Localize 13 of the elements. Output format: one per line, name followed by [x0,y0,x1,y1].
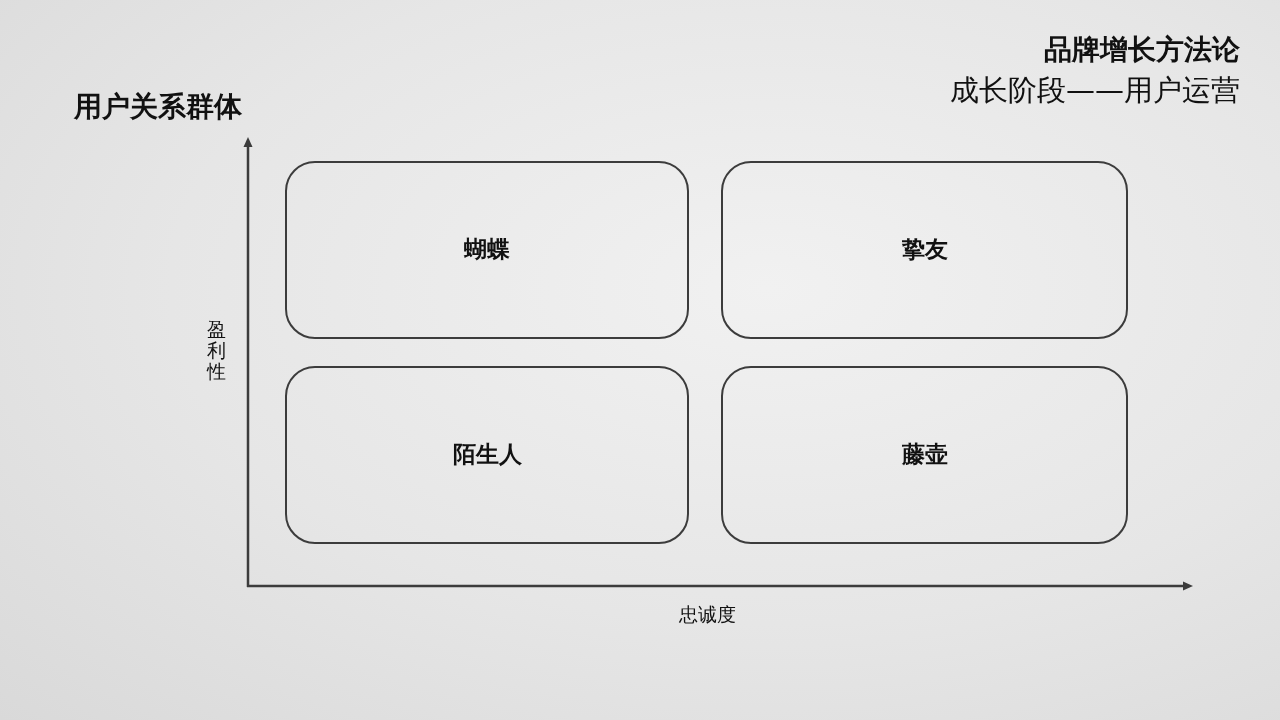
header-subtitle: 成长阶段——用户运营 [950,73,1240,108]
quadrant-box [721,161,1128,339]
quadrant-label: 藤壶 [901,441,948,469]
axis-label: 盈利性 [207,319,226,382]
quadrant-box [285,161,689,339]
quadrant-label: 陌生人 [452,441,522,469]
header-title: 品牌增长方法论 [1044,33,1240,67]
quadrant-box [721,366,1128,544]
quadrant-label: 挚友 [901,236,948,264]
quadrant-label: 蝴蝶 [464,236,510,264]
title: 用户关系群体 [74,90,242,124]
axis-label: 忠诚度 [678,603,736,626]
quadrant-box [285,366,689,544]
